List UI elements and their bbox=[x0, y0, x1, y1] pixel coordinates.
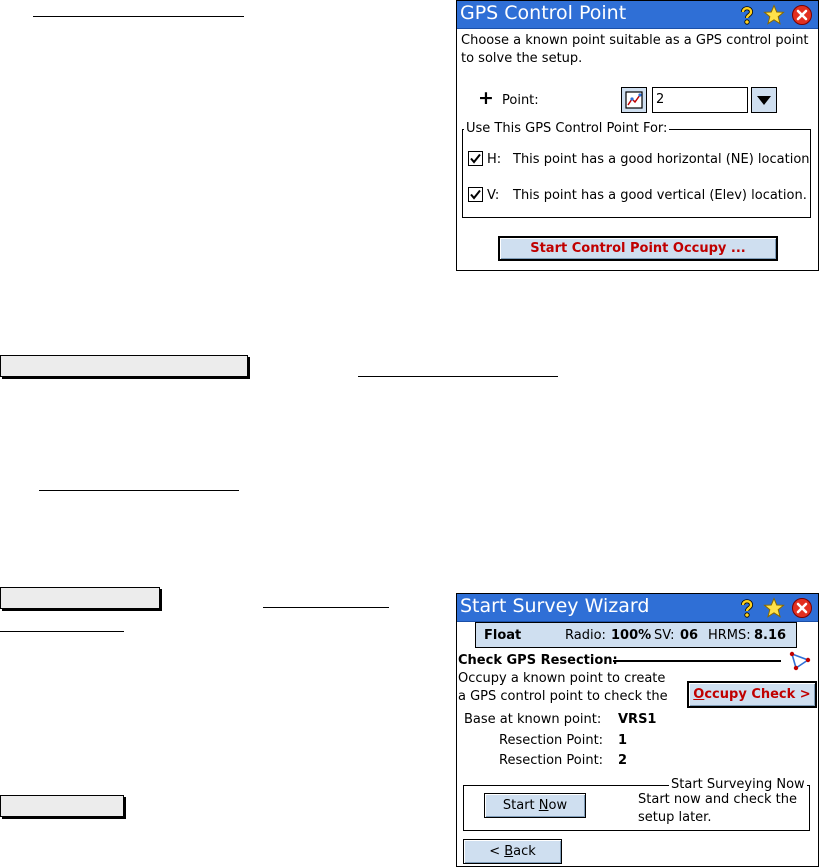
occupy-check-label: ccupy Check > bbox=[704, 687, 811, 702]
start-now-label-post: ow bbox=[548, 798, 568, 813]
doc-field-box bbox=[0, 795, 124, 817]
hrms-value: 8.16 bbox=[754, 628, 787, 643]
back-label-pre: < bbox=[489, 844, 505, 859]
occupy-check-button[interactable]: Occupy Check > bbox=[687, 681, 817, 708]
control-point-usage-legend: Use This GPS Control Point For: bbox=[464, 121, 670, 136]
map-icon bbox=[625, 91, 643, 109]
start-now-button[interactable]: Start Now bbox=[484, 793, 586, 818]
close-icon[interactable] bbox=[791, 4, 813, 26]
base-value: VRS1 bbox=[618, 712, 657, 727]
window-title: Start Survey Wizard bbox=[460, 595, 650, 617]
favorites-star-icon[interactable] bbox=[763, 597, 785, 619]
favorites-star-icon[interactable] bbox=[763, 4, 785, 26]
title-bar: GPS Control Point bbox=[457, 1, 818, 29]
plus-icon: + bbox=[478, 87, 494, 109]
radio-label: Radio: bbox=[565, 628, 606, 643]
start-surveying-now-group bbox=[463, 785, 810, 831]
window-title: GPS Control Point bbox=[460, 2, 627, 24]
start-control-point-occupy-button[interactable]: Start Control Point Occupy ... bbox=[498, 236, 778, 261]
horizontal-key: H: bbox=[487, 152, 502, 167]
resection-point-value: 1 bbox=[618, 733, 628, 748]
horizontal-checkbox[interactable] bbox=[468, 151, 483, 166]
sv-label: SV: bbox=[654, 628, 675, 643]
start-note-line-2: setup later. bbox=[638, 810, 712, 825]
resection-triangle-icon bbox=[789, 651, 811, 671]
vertical-key: V: bbox=[487, 188, 500, 203]
doc-field-box bbox=[0, 587, 160, 609]
description-line-2: to solve the setup. bbox=[461, 51, 583, 66]
start-control-point-occupy-label: Start Control Point Occupy ... bbox=[530, 241, 746, 256]
back-label-post: ack bbox=[513, 844, 536, 859]
close-icon[interactable] bbox=[791, 597, 813, 619]
start-now-accelerator: N bbox=[538, 798, 549, 813]
gps-control-point-window: GPS Control Point Choose a known point s… bbox=[456, 0, 819, 271]
description-line-1: Choose a known point suitable as a GPS c… bbox=[461, 33, 809, 48]
gps-status-bar[interactable]: Float Radio: 100% SV: 06 HRMS: 8.16 bbox=[475, 622, 797, 648]
section-divider bbox=[613, 660, 781, 662]
start-note-line-1: Start now and check the bbox=[638, 792, 797, 807]
title-bar: Start Survey Wizard bbox=[457, 594, 818, 622]
base-label: Base at known point: bbox=[464, 712, 602, 727]
point-dropdown-button[interactable] bbox=[751, 87, 777, 113]
help-icon[interactable] bbox=[736, 597, 758, 619]
vertical-checkbox[interactable] bbox=[468, 187, 483, 202]
description-line-1: Occupy a known point to create bbox=[458, 671, 666, 686]
vertical-description: This point has a good vertical (Elev) lo… bbox=[513, 188, 807, 203]
solution-status: Float bbox=[484, 628, 522, 643]
resection-point-label: Resection Point: bbox=[499, 733, 604, 748]
start-survey-wizard-window: Start Survey Wizard Float Radio: 100% SV… bbox=[456, 593, 819, 867]
radio-value: 100% bbox=[611, 628, 652, 643]
resection-point-value: 2 bbox=[618, 753, 628, 768]
control-point-usage-group bbox=[462, 129, 811, 218]
point-input[interactable]: 2 bbox=[652, 87, 748, 113]
doc-underline bbox=[358, 376, 558, 377]
resection-point-label: Resection Point: bbox=[499, 753, 604, 768]
map-picker-button[interactable] bbox=[621, 87, 647, 113]
doc-underline bbox=[33, 16, 244, 17]
chevron-down-icon bbox=[757, 96, 771, 105]
point-input-value: 2 bbox=[656, 92, 665, 107]
start-now-label-pre: Start bbox=[502, 798, 539, 813]
back-button[interactable]: < Back bbox=[463, 839, 562, 864]
help-icon[interactable] bbox=[736, 4, 758, 26]
checkmark-icon bbox=[470, 189, 481, 200]
description-line-2: a GPS control point to check the bbox=[458, 689, 668, 704]
checkmark-icon bbox=[470, 153, 481, 164]
doc-underline bbox=[263, 607, 389, 608]
back-accelerator: B bbox=[504, 844, 514, 859]
occupy-check-accelerator: O bbox=[693, 687, 705, 702]
start-surveying-now-legend: Start Surveying Now bbox=[669, 777, 807, 792]
sv-value: 06 bbox=[680, 628, 699, 643]
doc-underline bbox=[0, 631, 124, 632]
point-label: Point: bbox=[502, 93, 539, 108]
section-title: Check GPS Resection: bbox=[458, 653, 618, 668]
horizontal-description: This point has a good horizontal (NE) lo… bbox=[513, 152, 810, 167]
doc-underline bbox=[39, 490, 239, 491]
hrms-label: HRMS: bbox=[708, 628, 751, 643]
doc-field-box bbox=[0, 355, 248, 377]
